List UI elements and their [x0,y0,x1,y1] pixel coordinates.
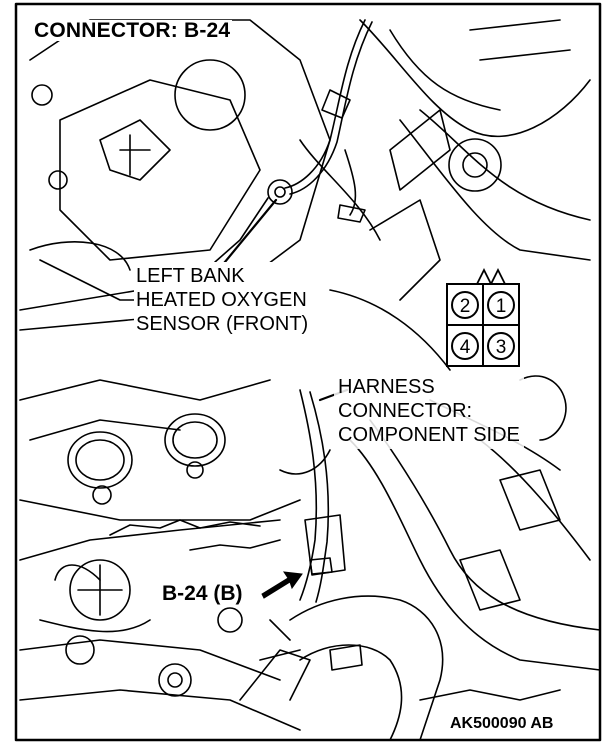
pin-4-number: 4 [460,337,471,358]
harness-label-line-2: CONNECTOR: [338,400,473,422]
figure-code: AK500090 AB [448,715,556,732]
sensor-label-line-2: HEATED OXYGEN [136,289,307,311]
pin-1-number: 1 [496,296,507,317]
connector-pin-face [446,267,520,367]
connector-callout-label: B-24 (B) [160,582,245,605]
sensor-label-line-3: SENSOR (FRONT) [136,313,309,335]
pin-3-number: 3 [496,337,507,358]
diagram-title: CONNECTOR: B-24 [32,19,233,42]
sensor-label: LEFT BANK HEATED OXYGEN SENSOR (FRONT) [134,262,313,338]
pin-2-number: 2 [460,296,471,317]
harness-connector-label: HARNESS CONNECTOR: COMPONENT SIDE [334,373,524,449]
harness-label-line-1: HARNESS [338,376,435,398]
harness-label-line-3: COMPONENT SIDE [338,424,520,446]
sensor-label-line-1: LEFT BANK [136,265,245,287]
